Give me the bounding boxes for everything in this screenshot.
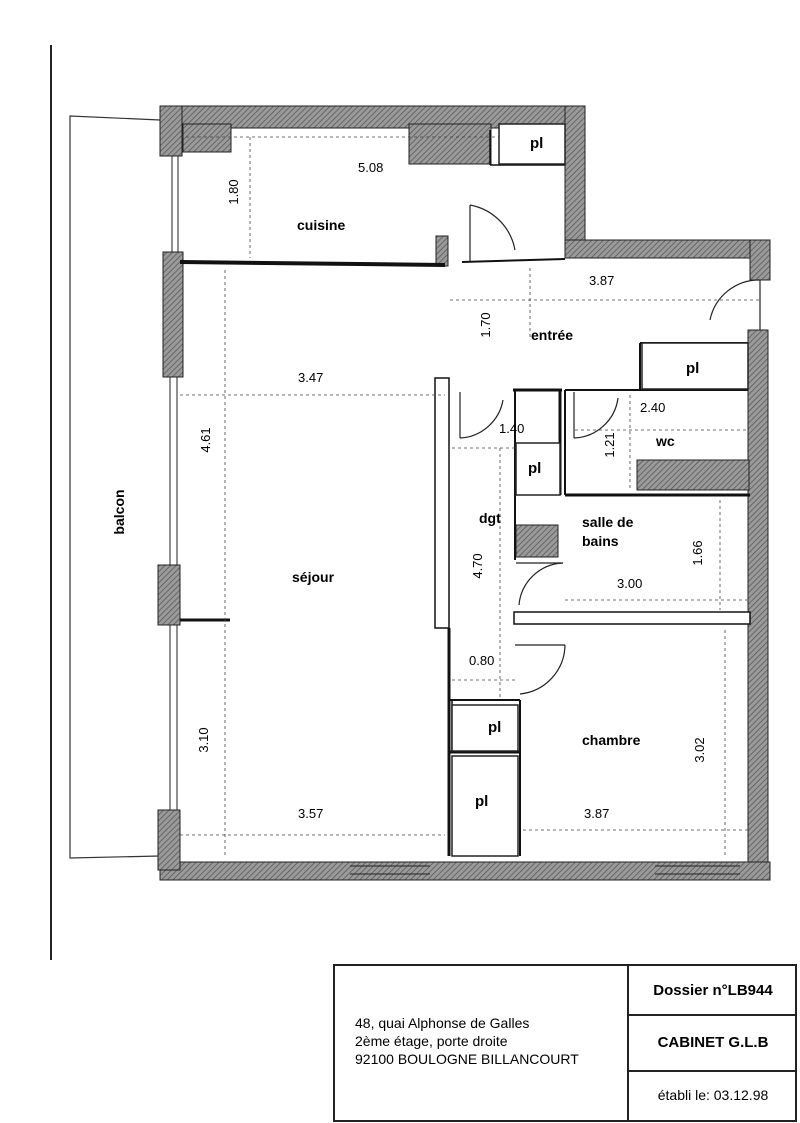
closet-label-corner: pl — [475, 793, 488, 810]
dim-cuisine-width: 5.08 — [358, 160, 383, 175]
room-sejour: séjour — [292, 569, 335, 585]
closet-label-entry: pl — [686, 360, 699, 377]
room-salle-de-bains-line2: bains — [582, 533, 619, 549]
closet-label-kitchen: pl — [530, 135, 543, 152]
interior-walls — [179, 130, 751, 856]
room-balcon: balcon — [111, 489, 127, 534]
room-entree: entrée — [531, 327, 573, 343]
dim-cuisine-height: 1.80 — [226, 179, 241, 204]
room-salle-de-bains-line1: salle de — [582, 514, 634, 530]
dim-entree-height: 1.70 — [478, 312, 493, 337]
established-date: établi le: 03.12.98 — [657, 1087, 769, 1103]
address-line1: 48, quai Alphonse de Galles — [355, 1015, 530, 1031]
doors — [459, 204, 761, 695]
dim-dgt-width: 1.40 — [499, 421, 524, 436]
exterior-walls — [157, 105, 771, 881]
closets — [451, 123, 749, 857]
windows — [169, 156, 740, 875]
address-line3: 92100 BOULOGNE BILLANCOURT — [355, 1051, 579, 1067]
dim-sejour-width-top: 3.47 — [298, 370, 323, 385]
dim-chambre-width: 3.87 — [584, 806, 609, 821]
address-block: 48, quai Alphonse de Galles 2ème étage, … — [355, 1014, 579, 1068]
room-cuisine: cuisine — [297, 217, 345, 233]
cabinet-name: CABINET G.L.B — [629, 1014, 797, 1072]
dim-wc-height: 1.21 — [602, 432, 617, 457]
dim-sejour-height-bottom: 3.10 — [196, 727, 211, 752]
dim-sdb-width: 3.00 — [617, 576, 642, 591]
dimension-lines — [180, 136, 760, 855]
dim-chambre-height: 3.02 — [692, 737, 707, 762]
dim-entree-width: 3.87 — [589, 273, 614, 288]
room-wc: wc — [655, 433, 675, 449]
closet-label-dgt: pl — [528, 460, 541, 477]
balcony — [69, 115, 161, 859]
room-dgt: dgt — [479, 510, 501, 526]
address-line2: 2ème étage, porte droite — [355, 1033, 508, 1049]
dim-sejour-height-top: 4.61 — [198, 427, 213, 452]
room-chambre: chambre — [582, 732, 641, 748]
floor-plan: pl pl pl pl pl cuisine entrée séjour dgt… — [50, 45, 771, 960]
title-block-right: Dossier n°LB944 CABINET G.L.B établi le:… — [627, 966, 797, 1120]
dim-sdb-height: 1.66 — [690, 540, 705, 565]
dim-wc-width: 2.40 — [640, 400, 665, 415]
dim-sejour-width-bottom: 3.57 — [298, 806, 323, 821]
dim-dgt-width-2: 0.80 — [469, 653, 494, 668]
dim-dgt-height: 4.70 — [470, 553, 485, 578]
dossier-number: Dossier n°LB944 — [629, 966, 797, 1016]
closet-label-hall: pl — [488, 719, 501, 736]
title-block: 48, quai Alphonse de Galles 2ème étage, … — [333, 964, 797, 1122]
hatched-fixtures — [182, 123, 750, 558]
